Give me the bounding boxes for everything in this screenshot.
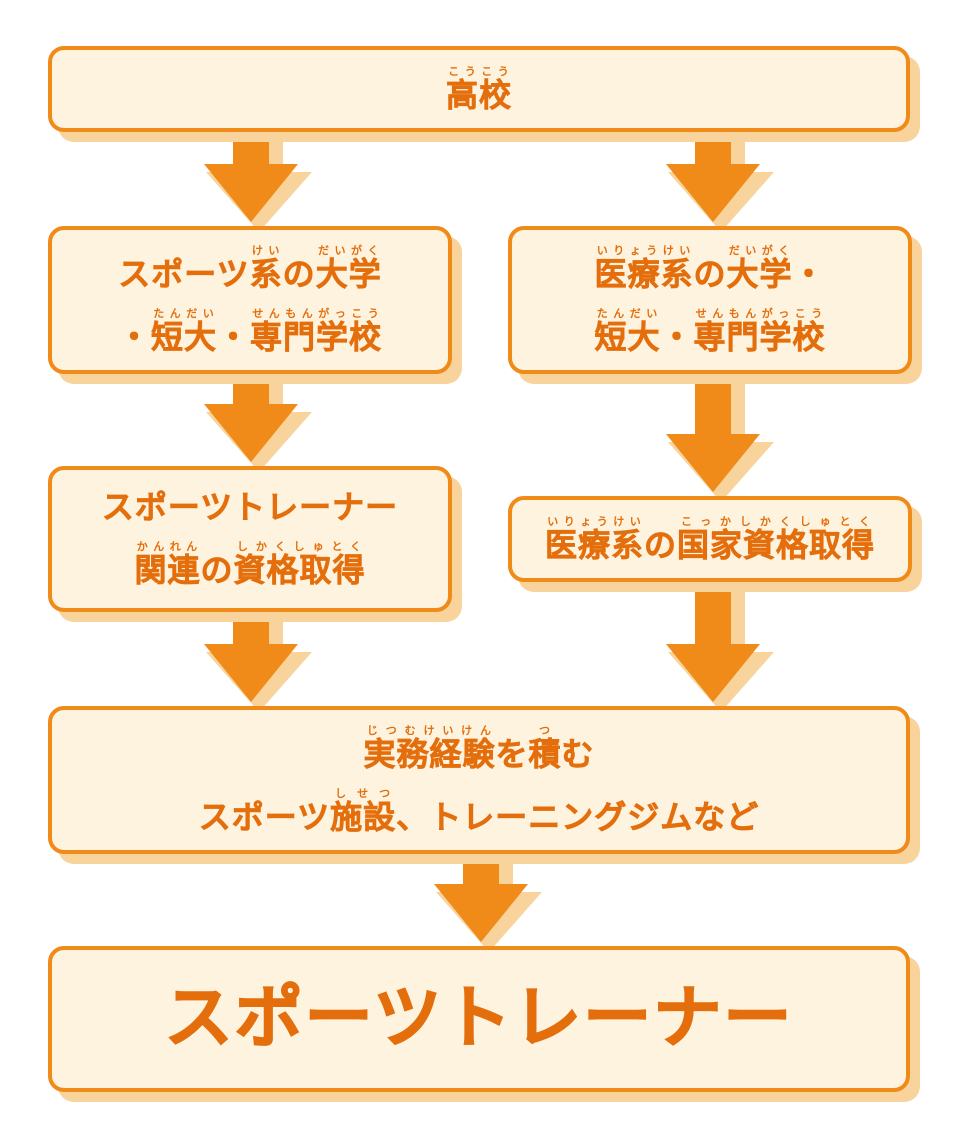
box-text-line: 短大たんだい・専門学校せんもんがっこう [594, 307, 825, 356]
ruby-word: 専門学校せんもんがっこう [250, 307, 383, 356]
box-high-school: 高校こうこう [48, 46, 910, 132]
text-segment: スポーツ [198, 798, 331, 836]
ruby-word: 系けい [249, 244, 283, 294]
ruby-word: 短大たんだい [594, 307, 661, 356]
arrow-fills [204, 132, 760, 942]
furigana: いりょうけい [544, 514, 644, 528]
text-segment: ・ [117, 318, 151, 356]
ruby-word: 専門学校せんもんがっこう [693, 307, 826, 356]
ruby-word: 医療系いりょうけい [594, 244, 694, 294]
box-text-line: 高校こうこう [446, 65, 512, 114]
arrow-3 [204, 374, 298, 462]
box-medical-qualification: 医療系いりょうけいの国家資格取得こっかしかくしゅとく [508, 496, 912, 582]
ruby-word: 大学だいがく [726, 244, 793, 294]
ruby-word: 実務経験じつむけいけん [363, 724, 496, 774]
box-text-line: 医療系いりょうけいの国家資格取得こっかしかくしゅとく [545, 515, 875, 564]
text-segment: スポーツトレーナー [164, 978, 794, 1059]
box-text-line: スポーツトレーナー [164, 978, 794, 1059]
text-segment: を [495, 735, 529, 774]
text-segment: ・ [660, 318, 694, 356]
furigana: つ [528, 724, 562, 738]
text-segment: の [693, 255, 727, 294]
ruby-base: 系 [249, 255, 283, 294]
ruby-word: 積つ [528, 724, 562, 774]
furigana: こっかしかくしゅとく [677, 514, 876, 528]
arrow-7 [434, 854, 528, 942]
furigana: しせつ [330, 787, 397, 800]
text-segment: の [200, 551, 234, 589]
ruby-base: 国家資格取得 [677, 525, 876, 564]
text-segment: の [643, 525, 677, 564]
text-segment: ・ [792, 255, 826, 294]
arrow-5 [204, 612, 298, 702]
box-sports-qualification: スポーツトレーナー関連かんれんの資格取得しかくしゅとく [48, 466, 452, 612]
furigana: たんだい [150, 307, 217, 320]
ruby-word: 資格取得しかくしゅとく [233, 540, 366, 589]
text-segment: ・ [217, 318, 251, 356]
arrow-6 [666, 582, 760, 702]
text-segment: む [561, 735, 595, 774]
ruby-word: 国家資格取得こっかしかくしゅとく [677, 515, 876, 564]
ruby-word: 関連かんれん [134, 540, 201, 589]
box-text-line: スポーツ施設しせつ、トレーニングジムなど [198, 787, 760, 836]
box-medical-school: 医療系いりょうけいの大学だいがく・短大たんだい・専門学校せんもんがっこう [508, 226, 912, 374]
box-work-experience: 実務経験じつむけいけんを積つむスポーツ施設しせつ、トレーニングジムなど [48, 706, 910, 854]
furigana: こうこう [445, 64, 512, 78]
box-text-line: スポーツトレーナー [102, 489, 398, 526]
ruby-base: 医療系 [544, 525, 644, 564]
arrow-4 [666, 374, 760, 492]
text-segment: の [282, 255, 316, 294]
ruby-word: 大学だいがく [315, 244, 382, 294]
furigana: だいがく [315, 244, 382, 258]
furigana: だいがく [726, 244, 793, 258]
text-segment: スポーツトレーナー [101, 488, 399, 527]
box-text-line: 実務経験じつむけいけんを積つむ [363, 724, 594, 773]
furigana: かんれん [134, 540, 201, 553]
box-text-line: 医療系いりょうけいの大学だいがく・ [594, 244, 825, 293]
ruby-word: 医療系いりょうけい [544, 515, 644, 564]
ruby-base: 専門学校 [250, 318, 383, 356]
ruby-base: 実務経験 [363, 735, 496, 774]
ruby-word: 短大たんだい [150, 307, 217, 356]
box-text-line: スポーツ系けいの大学だいがく [118, 244, 381, 293]
text-segment: スポーツ [118, 255, 250, 294]
ruby-word: 施設しせつ [330, 787, 397, 836]
ruby-word: 高校こうこう [445, 65, 512, 114]
furigana: せんもんがっこう [250, 307, 383, 320]
ruby-base: 大学 [315, 255, 382, 294]
furigana: しかくしゅとく [233, 540, 366, 553]
ruby-base: 資格取得 [233, 551, 366, 589]
ruby-base: 高校 [445, 75, 512, 114]
ruby-base: 短大 [150, 318, 217, 356]
text-segment: 、トレーニングジムなど [396, 798, 760, 836]
ruby-base: 専門学校 [693, 318, 826, 356]
ruby-base: 医療系 [594, 255, 694, 294]
box-text-line: ・短大たんだい・専門学校せんもんがっこう [118, 307, 382, 356]
box-sports-school: スポーツ系けいの大学だいがく・短大たんだい・専門学校せんもんがっこう [48, 226, 452, 374]
ruby-base: 関連 [134, 551, 201, 589]
furigana: せんもんがっこう [693, 307, 826, 320]
ruby-base: 積 [528, 735, 562, 774]
furigana: たんだい [594, 307, 661, 320]
ruby-base: 大学 [726, 255, 793, 294]
arrow-1 [204, 132, 298, 222]
furigana: じつむけいけん [363, 724, 496, 738]
furigana: けい [249, 244, 283, 258]
box-text-line: 関連かんれんの資格取得しかくしゅとく [134, 540, 365, 589]
ruby-base: 施設 [330, 798, 397, 836]
ruby-base: 短大 [594, 318, 661, 356]
arrow-2 [666, 132, 760, 222]
furigana: いりょうけい [594, 244, 694, 258]
box-sports-trainer: スポーツトレーナー [48, 946, 910, 1092]
